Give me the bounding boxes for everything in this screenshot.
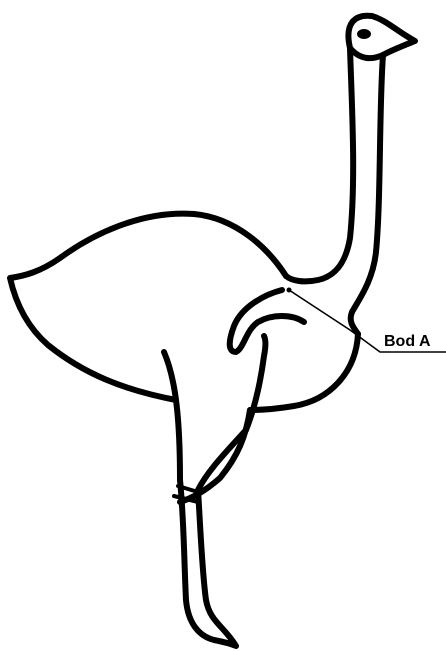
ostrich-neck-front xyxy=(286,48,353,281)
point-a-label: Bod A xyxy=(384,333,431,350)
ostrich-back-leg-front xyxy=(164,352,180,480)
ostrich-eye xyxy=(357,29,371,39)
